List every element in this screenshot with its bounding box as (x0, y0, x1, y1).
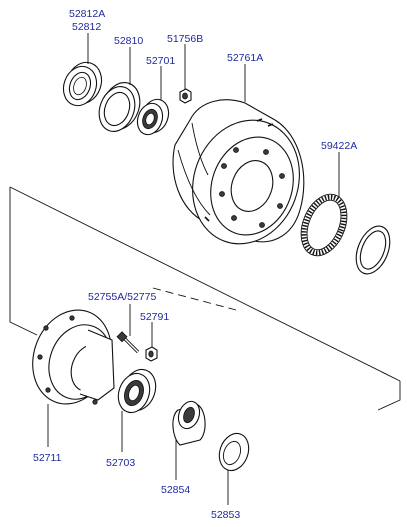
label-52812A: 52812A (69, 8, 105, 20)
wheel-nut-52791 (145, 346, 158, 362)
tone-ring-59422A (300, 193, 348, 257)
sleeve-52854 (172, 400, 206, 446)
label-52703: 52703 (106, 457, 135, 469)
drum-bolt-holes (219, 147, 285, 228)
label-52791: 52791 (140, 311, 169, 323)
label-52810: 52810 (114, 35, 143, 47)
nut-51756B (179, 88, 192, 104)
label-52755A-52775: 52755A/52775 (88, 291, 156, 303)
lock-washer-52853 (218, 432, 250, 472)
wheel-bolt-52755A (116, 331, 140, 354)
label-52853: 52853 (211, 509, 240, 521)
label-52701: 52701 (146, 55, 175, 67)
label-51756B: 51756B (167, 33, 203, 45)
label-52761A: 52761A (227, 52, 263, 64)
leader-lines (47, 33, 340, 505)
bearing-52703 (117, 368, 157, 414)
label-52812: 52812 (72, 21, 101, 33)
label-52711: 52711 (33, 452, 62, 464)
retaining-ring (355, 225, 391, 275)
label-52854: 52854 (161, 484, 190, 496)
bearing-race-52810 (98, 82, 141, 132)
oil-seal-52812 (62, 61, 103, 107)
part-labels: 52812A 52812 52810 51756B 52701 52761A 5… (33, 8, 357, 521)
label-59422A: 59422A (321, 140, 357, 152)
brake-drum-52761A (172, 99, 305, 245)
wheel-hub-52711 (32, 309, 115, 405)
bearing-52701 (136, 98, 170, 136)
assembly-outline (9, 186, 401, 411)
